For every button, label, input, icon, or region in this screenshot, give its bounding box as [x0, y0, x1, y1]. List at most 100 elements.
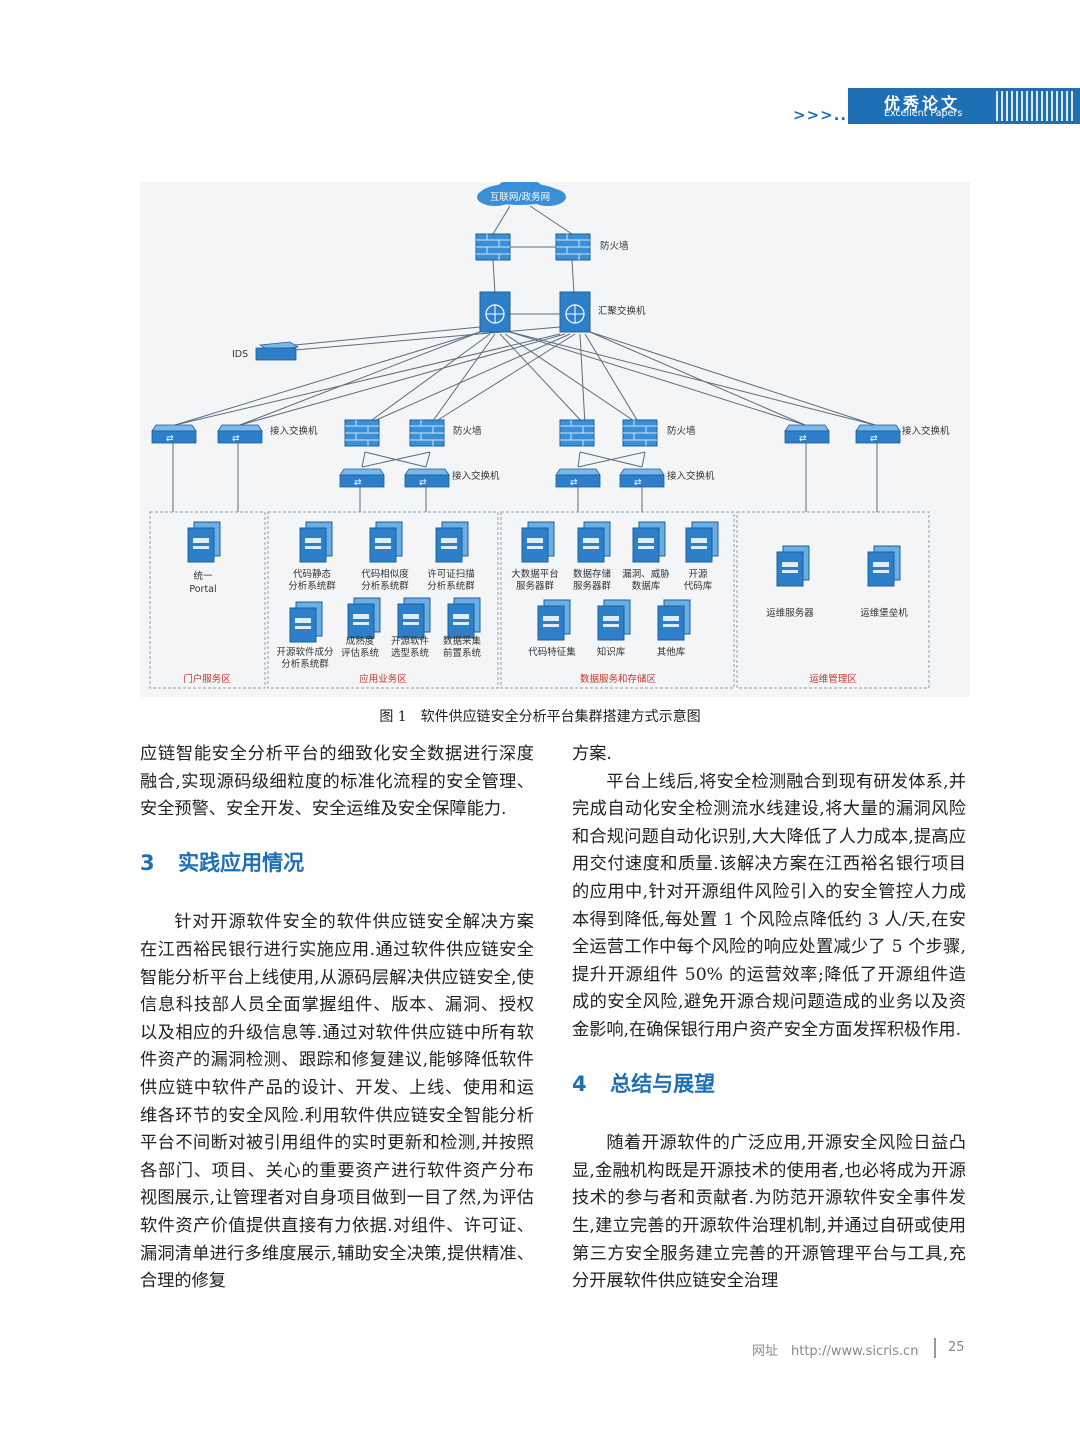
server-icon [537, 599, 571, 641]
access-switch-label-left: 接入交换机 [270, 425, 318, 437]
server-label: 许可证扫描 [427, 568, 475, 580]
server-label: 分析系统群 [427, 580, 475, 592]
server-label: 代码库 [684, 580, 713, 592]
server-label: 开源软件成分 [276, 646, 334, 658]
footer-url[interactable]: 网址 http://www.sicris.cn [752, 1344, 919, 1359]
core-switch-icon [559, 291, 591, 333]
server-label: 运维堡垒机 [860, 607, 908, 619]
access-switch-icon [151, 424, 197, 445]
server-icon [521, 521, 555, 563]
zone-label-ops: 运维管理区 [809, 673, 857, 685]
page-number: 25 [948, 1340, 965, 1355]
server-label: 运维服务器 [766, 607, 814, 619]
server-icon [187, 521, 221, 563]
server-label: 前置系统 [443, 647, 482, 659]
paragraph: 针对开源软件安全的软件供应链安全解决方案在江西裕民银行进行实施应用.通过软件供应… [140, 912, 534, 1292]
server-icon [289, 601, 323, 643]
server-label: 代码静态 [293, 568, 332, 580]
zone-label-app: 应用业务区 [359, 673, 407, 685]
server-label: 代码相似度 [361, 568, 409, 580]
server-icon [435, 521, 469, 563]
server-icon [657, 599, 691, 641]
access-switch-icon [555, 468, 601, 489]
server-label: 其他库 [657, 646, 686, 658]
server-icon [447, 597, 481, 639]
server-label: 服务器群 [573, 580, 612, 592]
server-label: 统一 [193, 570, 213, 582]
server-label: 数据存储 [573, 568, 612, 580]
server-icon [347, 597, 381, 639]
server-label: 数据库 [632, 580, 661, 592]
server-label: 选型系统 [391, 647, 430, 659]
firewall-label: 防火墙 [600, 240, 629, 252]
left-column: 应链智能安全分析平台的细致化安全数据进行深度融合,实现源码级细粒度的标准化流程的… [140, 741, 534, 1296]
server-icon [369, 521, 403, 563]
ids-label: IDS [232, 349, 248, 360]
server-icon [397, 597, 431, 639]
server-label: 数据采集 [443, 635, 482, 647]
server-icon [632, 521, 666, 563]
core-switch-label: 汇聚交换机 [598, 305, 646, 317]
access-switch-label-right: 接入交换机 [902, 425, 950, 437]
access-switch-icon [619, 468, 665, 489]
zone-label-data: 数据服务和存储区 [580, 673, 657, 685]
server-icon [597, 599, 631, 641]
core-switch-icon [479, 291, 511, 333]
zone-label-portal: 门户服务区 [183, 673, 231, 685]
server-label: 成熟度 [346, 635, 375, 647]
figure-caption: 图 1 软件供应链安全分析平台集群搭建方式示意图 [379, 709, 701, 725]
right-column: 方案. 平台上线后,将安全检测融合到现有研发体系,并完成自动化安全检测流水线建设… [572, 741, 966, 1296]
access-switch-label-data: 接入交换机 [667, 470, 715, 482]
banner-stripes [996, 91, 1076, 121]
server-label: Portal [189, 584, 216, 595]
server-icon [299, 521, 333, 563]
banner-title-en: Excellent Papers [884, 108, 963, 119]
access-switch-icon [784, 424, 830, 445]
section-title: 总结与展望 [610, 1071, 716, 1096]
access-switch-icon [855, 424, 901, 445]
internet-cloud: 互联网/政务网 [477, 179, 566, 206]
footer-divider [934, 1338, 936, 1358]
network-diagram: ⇄ [149, 179, 950, 689]
ids-device-icon [255, 341, 300, 361]
firewall-label-app: 防火墙 [453, 425, 482, 437]
paragraph: 应链智能安全分析平台的细致化安全数据进行深度融合,实现源码级细粒度的标准化流程的… [140, 744, 534, 820]
section-number: 3 [140, 850, 155, 875]
paragraph: 随着开源软件的广泛应用,开源安全风险日益凸显,金融机构既是开源技术的使用者,也必… [572, 1133, 966, 1292]
server-label: 大数据平台 [511, 568, 559, 580]
access-switch-icon [404, 468, 450, 489]
header-arrows: >>>... [793, 106, 854, 124]
firewall-icon [344, 419, 380, 447]
section-heading-3: 3 实践应用情况 [140, 850, 534, 880]
server-label: 评估系统 [341, 647, 380, 659]
banner-title-cn: 优秀论文 [884, 94, 961, 113]
network-links [172, 205, 878, 512]
server-icon [685, 521, 719, 563]
section-number: 4 [572, 1071, 587, 1096]
server-label: 知识库 [597, 646, 626, 658]
access-switch-label-app: 接入交换机 [452, 470, 500, 482]
network-diagram-figure: ⇄ [140, 179, 970, 697]
cloud-label: 互联网/政务网 [490, 191, 550, 203]
paragraph: 方案. [572, 744, 612, 764]
paragraph: 平台上线后,将安全检测融合到现有研发体系,并完成自动化安全检测流水线建设,将大量… [572, 771, 966, 1040]
server-label: 分析系统群 [288, 580, 336, 592]
firewall-icon [555, 233, 591, 261]
server-icon [776, 545, 810, 587]
server-label: 开源软件 [391, 635, 430, 647]
zone-boxes [149, 511, 930, 689]
server-icon [577, 521, 611, 563]
firewall-icon [559, 419, 595, 447]
access-switch-icon [217, 424, 263, 445]
section-banner: 优秀论文 Excellent Papers [848, 88, 1080, 124]
firewall-label-data: 防火墙 [667, 425, 696, 437]
server-label: 服务器群 [516, 580, 555, 592]
section-heading-4: 4 总结与展望 [572, 1071, 966, 1101]
firewall-icon [622, 419, 658, 447]
server-label: 开源 [688, 569, 708, 580]
section-title: 实践应用情况 [178, 850, 305, 875]
access-switch-icon [339, 468, 385, 489]
server-label: 代码特征集 [528, 646, 576, 658]
server-label: 漏洞、威胁 [622, 568, 670, 580]
firewall-icon [475, 233, 511, 261]
